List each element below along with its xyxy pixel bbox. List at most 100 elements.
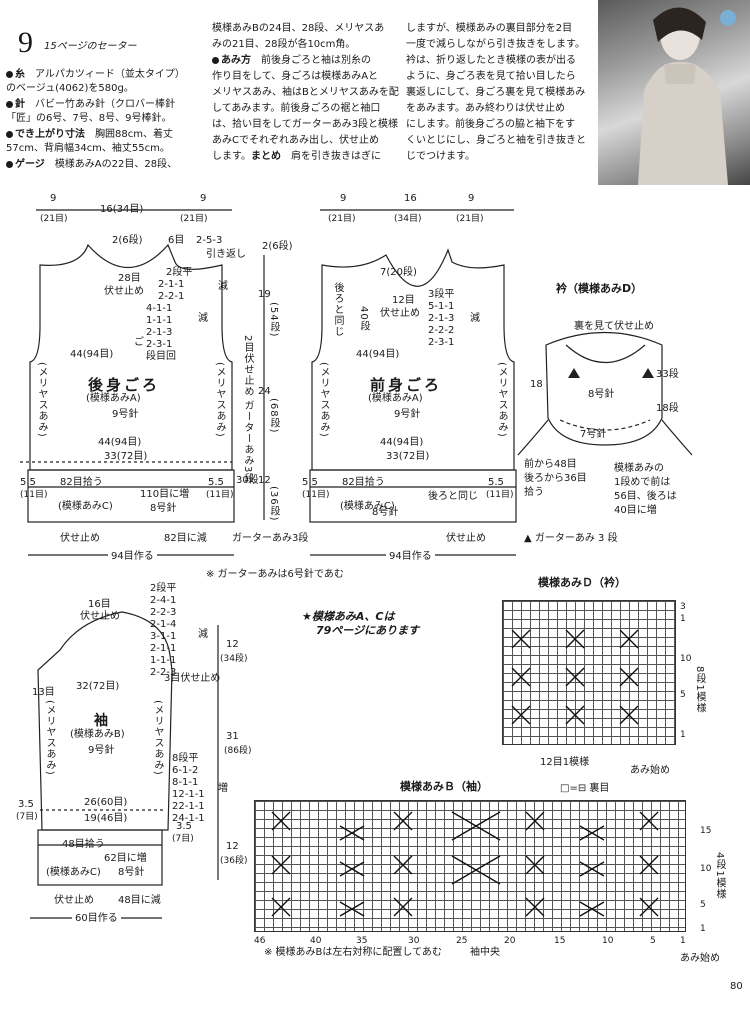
sleeve-i6: 24-1-1 <box>172 813 205 824</box>
instr-c3-l7: にします。前後身ごろの脇と袖下をす <box>406 119 575 130</box>
sleeve-d8: 2-2-3 <box>150 667 177 678</box>
chart-d-start: あみ始め <box>630 765 670 776</box>
needle-label: 針 <box>15 99 25 110</box>
chart-b-title: 模様あみＢ（袖） <box>400 780 488 793</box>
front-s55b-sub: (11目) <box>486 490 514 500</box>
sleeve-w26: 26(60目) <box>84 797 128 808</box>
sleeve-d-label: 減 <box>198 629 208 640</box>
yarn-text1: アルパカツィード（並太タイプ） <box>35 69 185 80</box>
back-bind28a: 28目 <box>118 273 141 284</box>
front-side-l: (メリヤスあみ) <box>318 362 329 438</box>
front-w44: 44(94目) <box>356 349 400 360</box>
chart-d-repeat-st: 12目1模様 <box>540 757 590 768</box>
instr-c3-l5: 裏返しにして、身ごろ裏を見て模様あみ <box>406 87 586 98</box>
sleeve-top16: 16目 <box>88 599 111 610</box>
collar-needle7: 7号針 <box>580 429 607 440</box>
sleeve-patC: (模様あみC) <box>46 867 101 878</box>
collar-pick2: 後ろから36目 <box>524 473 587 484</box>
back-side-l: (メリヤスあみ) <box>36 362 47 438</box>
sleeve-pattern: (模様あみB) <box>70 729 125 740</box>
instr-c2-l8: あみCでそれぞれあみ出し、伏せ止め <box>212 135 379 146</box>
back-dec-a1: 2段平 <box>166 267 193 278</box>
back-shoulder-2: 2(6段) <box>262 241 293 252</box>
front-needle8: 8号針 <box>372 507 399 518</box>
back-h24: 24 <box>258 386 271 397</box>
chart-b-row1: 1 <box>700 924 706 934</box>
front-top-9a: 9 <box>340 193 347 204</box>
back-arm4: 2-3-1 <box>146 339 173 350</box>
collar-garter: ▲ ガーターあみ 3 段 <box>524 533 618 544</box>
front-neck7: 7(20段) <box>380 267 417 278</box>
back-arm-foot1: 段目回 <box>146 351 176 362</box>
gauge-text: 模様あみAの22目、28段、 <box>54 159 178 170</box>
front-dec1: 3段平 <box>428 289 455 300</box>
front-s55b: 5.5 <box>488 477 504 488</box>
back-needle8: 8号針 <box>150 503 177 514</box>
needle-row: 針 バビー竹あみ針（クロバー棒針 <box>6 98 175 112</box>
back-pattern: (模様あみA) <box>86 393 141 404</box>
back-dec-a3: 2-2-1 <box>158 291 185 302</box>
sleeve-i5: 22-1-1 <box>172 801 205 812</box>
finish-label: まとめ <box>251 151 281 162</box>
collar-pat1: 模様あみの <box>614 463 664 474</box>
back-dec-a2: 2-1-1 <box>158 279 185 290</box>
sleeve-i2: 6-1-2 <box>172 765 199 776</box>
back-pick82: 82目拾う <box>60 477 103 488</box>
front-h40: 40段 <box>358 306 369 332</box>
back-w44: 44(94目) <box>70 349 114 360</box>
front-bind12b: 伏せ止め <box>380 308 420 319</box>
back-bind28b: 伏せ止め <box>104 286 144 297</box>
back-garter: ガーターあみ3段 <box>242 400 253 485</box>
sleeve-dec48: 48目に減 <box>118 895 161 906</box>
collar-pat4: 40目に増 <box>614 505 657 516</box>
back-dec-a-label: 減 <box>218 281 228 292</box>
sleeve-d4: 2-1-4 <box>150 619 177 630</box>
front-w33: 33(72目) <box>386 451 430 462</box>
sleeve-d6: 2-1-1 <box>150 643 177 654</box>
front-dec3: 2-1-3 <box>428 313 455 324</box>
front-w44b: 44(94目) <box>380 437 424 448</box>
sleeve-w19: 19(46目) <box>84 813 128 824</box>
sleeve-name: 袖 <box>94 713 108 729</box>
front-pick82: 82目拾う <box>342 477 385 488</box>
front-bind: 伏せ止め <box>446 533 486 544</box>
back-s55b: 5.5 <box>208 477 224 488</box>
back-arm1: 4-1-1 <box>146 303 173 314</box>
sleeve-make60: 60目作る <box>72 912 121 926</box>
back-h19-sub: (54段) <box>268 302 279 338</box>
sleeve-s35b-sub: (7目) <box>172 834 194 844</box>
back-arm3: 2-1-3 <box>146 327 173 338</box>
chart-b-repeat: 4段1模様 <box>714 852 725 900</box>
collar-title: 衿（模様あみD） <box>556 282 643 295</box>
sleeve-h12-sub: (34段) <box>220 654 248 664</box>
chart-b-x35: 35 <box>356 936 368 946</box>
sleeve-s35a: 3.5 <box>18 799 34 810</box>
back-arm2: 1-1-1 <box>146 315 173 326</box>
yarn-label: 糸 <box>15 69 25 80</box>
sleeve-i3: 8-1-1 <box>172 777 199 788</box>
front-top-9b: 9 <box>468 193 475 204</box>
back-h2-label: 2目伏せ止め <box>242 335 253 398</box>
front-top-9b-sub: (21目) <box>456 214 484 224</box>
model-silhouette <box>638 7 736 185</box>
front-s55a-sub: (11目) <box>302 490 330 500</box>
chart-b-x25: 25 <box>456 936 468 946</box>
sleeve-d5: 3-1-1 <box>150 631 177 642</box>
chart-d-repeat-rows: 8段1模様 <box>694 666 705 714</box>
instr-c2-l9: します。まとめ 肩を引き抜きはぎに <box>212 150 381 164</box>
collar-r18b: 18段 <box>656 403 679 414</box>
sleeve-i1: 8段平 <box>172 753 199 764</box>
chart-b-note: ※ 模様あみBは左右対称に配置してあむ <box>264 947 442 958</box>
instr-c2-l3: あみ方 前後身ごろと袖は別糸の <box>212 54 371 68</box>
chart-b-x10: 10 <box>602 936 614 946</box>
sleeve-bind: 伏せ止め <box>54 895 94 906</box>
sleeve-s35b: 3.5 <box>176 821 192 832</box>
size-row: でき上がり寸法 胸囲88cm、着丈 <box>6 128 173 142</box>
chart-b-x20: 20 <box>504 936 516 946</box>
sleeve-r3: 3目伏せ止め <box>164 673 221 684</box>
sleeve-s13: 13目 <box>32 687 55 698</box>
back-h12: 12 <box>258 475 271 486</box>
collar-r18: 18 <box>530 379 543 390</box>
